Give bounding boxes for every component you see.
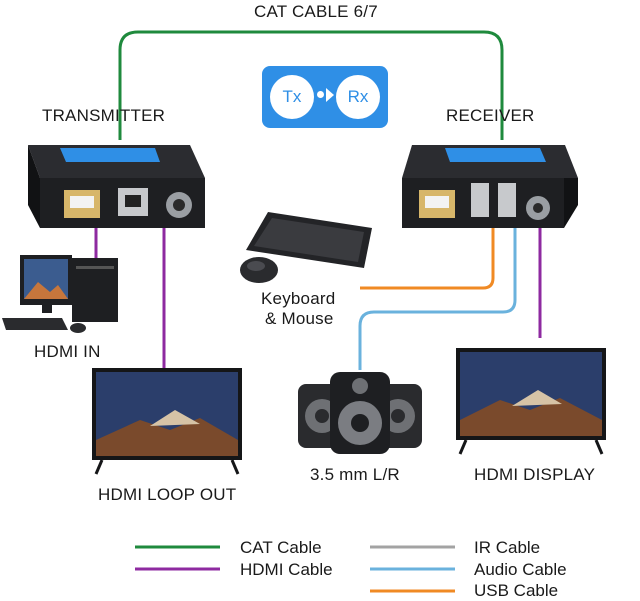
keyboard-label-line2: & Mouse [265,309,334,329]
tx-rx-badge: Tx Rx [262,66,388,128]
usb-cable [360,228,493,288]
tv-loop-out-icon [92,368,242,474]
receiver-device [402,145,578,228]
hdmi-in-label: HDMI IN [34,342,101,362]
legend-usb: USB Cable [474,581,558,601]
desktop-pc-icon [2,255,118,333]
keyboard-label-line1: Keyboard [261,289,335,309]
transmitter-device [28,145,205,228]
legend-hdmi: HDMI Cable [240,560,333,580]
hdmi-loop-out-label: HDMI LOOP OUT [98,485,236,505]
cat-cable-label: CAT CABLE 6/7 [254,2,378,22]
audio-label: 3.5 mm L/R [310,465,400,485]
dot-icon [317,91,324,98]
arrow-icon [326,88,334,102]
rx-bubble: Rx [336,75,380,119]
legend-ir: IR Cable [474,538,540,558]
mouse-icon [240,257,278,283]
legend-audio: Audio Cable [474,560,567,580]
receiver-label: RECEIVER [446,106,535,126]
speaker-icon [298,372,422,454]
tx-bubble: Tx [270,75,314,119]
legend-cat: CAT Cable [240,538,322,558]
hdmi-display-label: HDMI DISPLAY [474,465,595,485]
transmitter-label: TRANSMITTER [42,106,165,126]
tv-display-icon [456,348,606,454]
